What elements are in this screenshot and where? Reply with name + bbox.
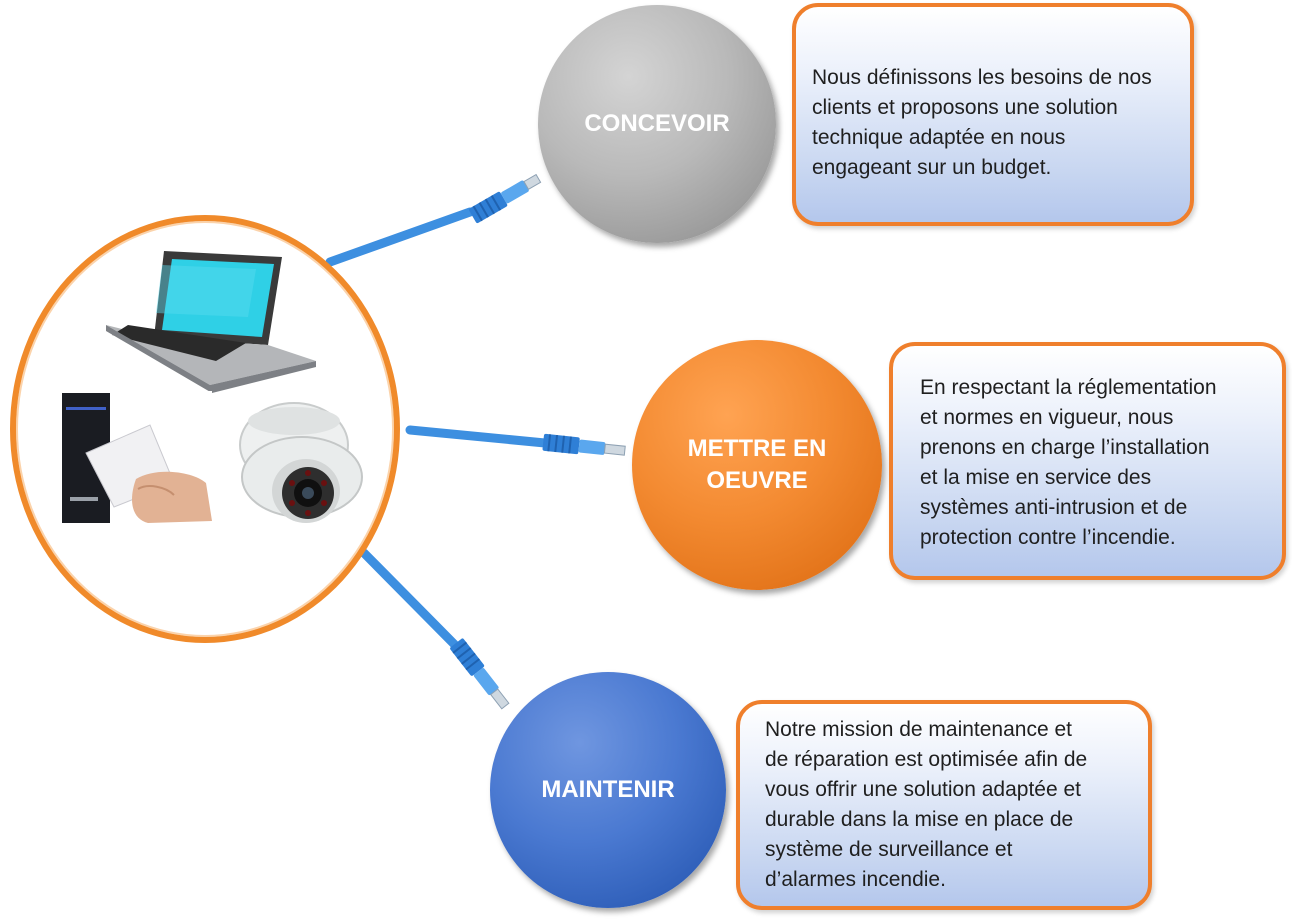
step-title-mettre-en-oeuvre: METTRE EN OEUVRE (687, 435, 827, 494)
step-title-concevoir: CONCEVOIR (584, 110, 730, 137)
description-text-maintenir: Notre mission de maintenance et de répar… (765, 718, 1088, 891)
laptop-icon (106, 251, 316, 393)
dome-camera-icon (239, 402, 363, 523)
step-title-maintenir: MAINTENIR (541, 776, 675, 803)
equipment-illustrations (52, 251, 363, 523)
step-node-mettre-en-oeuvre: METTRE EN OEUVRE (632, 340, 882, 590)
description-box-mettre-en-oeuvre: En respectant la réglementation et norme… (889, 342, 1286, 580)
step-node-maintenir: MAINTENIR (490, 672, 726, 908)
description-box-maintenir: Notre mission de maintenance et de répar… (736, 700, 1152, 910)
access-card-reader-icon (52, 391, 212, 523)
cable-to-mettre-en-oeuvre (405, 425, 626, 456)
step-node-concevoir: CONCEVOIR (538, 5, 776, 243)
description-box-concevoir: Nous définissons les besoins de nos clie… (792, 3, 1194, 226)
description-text-mettre-en-oeuvre: En respectant la réglementation et norme… (920, 376, 1217, 549)
description-text-concevoir: Nous définissons les besoins de nos clie… (812, 66, 1152, 179)
equipment-hub-circle (10, 215, 400, 643)
cable-to-maintenir (359, 548, 510, 710)
cable-to-concevoir (325, 173, 542, 267)
